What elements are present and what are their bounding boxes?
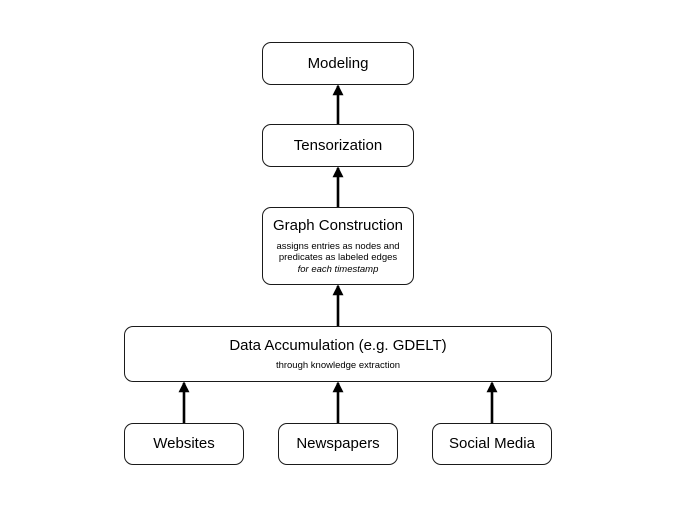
data-accumulation-title: Data Accumulation (e.g. GDELT) xyxy=(229,336,447,354)
websites-title: Websites xyxy=(153,435,215,452)
data-accumulation-node: Data Accumulation (e.g. GDELT) through k… xyxy=(124,326,552,382)
modeling-title: Modeling xyxy=(307,54,369,72)
data-accumulation-subtitle: through knowledge extraction xyxy=(275,359,401,371)
graph-construction-title: Graph Construction xyxy=(272,216,404,234)
websites-node: Websites xyxy=(124,423,244,465)
graph-construction-desc-line1: assigns entries as nodes and xyxy=(276,240,400,252)
modeling-node: Modeling xyxy=(262,42,414,85)
social-media-node: Social Media xyxy=(432,423,552,465)
graph-construction-desc-line2: predicates as labeled edges xyxy=(278,252,398,264)
tensorization-title: Tensorization xyxy=(293,136,383,154)
graph-construction-desc-line3: for each timestamp xyxy=(297,263,379,275)
graph-construction-node: Graph Construction assigns entries as no… xyxy=(262,207,414,285)
tensorization-node: Tensorization xyxy=(262,124,414,167)
social-media-title: Social Media xyxy=(449,435,535,452)
newspapers-node: Newspapers xyxy=(278,423,398,465)
newspapers-title: Newspapers xyxy=(296,435,380,452)
